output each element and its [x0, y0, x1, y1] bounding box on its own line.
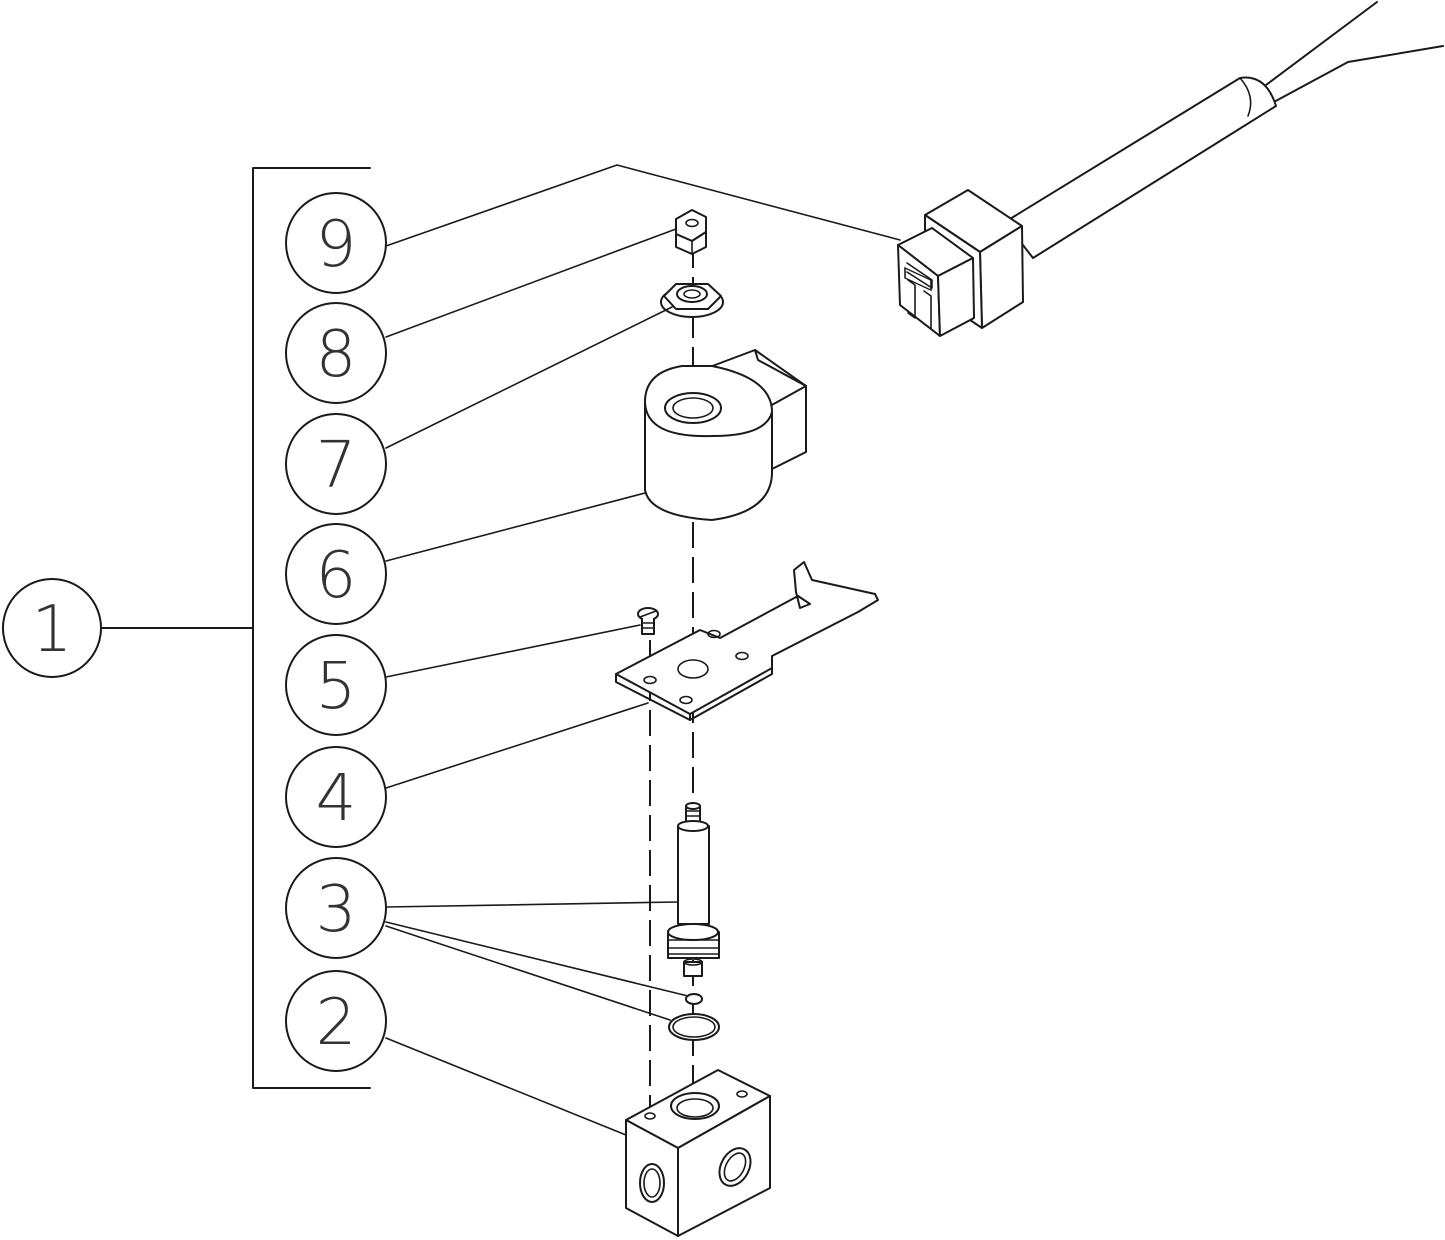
callout-8-label: 8 — [316, 318, 357, 392]
callout-9-label: 9 — [316, 208, 357, 282]
callout-6-label: 6 — [316, 539, 357, 613]
callout-8: 8 — [285, 302, 387, 404]
callout-2: 2 — [285, 970, 387, 1072]
callout-4-label: 4 — [316, 762, 357, 836]
part-washer — [660, 283, 724, 318]
part-plunger-stem — [667, 802, 720, 1041]
callout-1: 1 — [2, 578, 102, 678]
part-bracket-plate — [615, 561, 879, 721]
assembly-bracket — [99, 167, 371, 1089]
callout-3-label: 3 — [316, 873, 357, 947]
callout-3: 3 — [285, 857, 387, 959]
callout-7-label: 7 — [316, 429, 357, 503]
callout-4: 4 — [285, 746, 387, 848]
callout-1-label: 1 — [32, 593, 73, 667]
part-solenoid-coil — [644, 349, 807, 521]
callout-5-label: 5 — [316, 650, 357, 724]
callout-5: 5 — [285, 634, 387, 736]
leader-lines — [385, 164, 901, 1136]
callout-2-label: 2 — [316, 986, 357, 1060]
part-valve-body — [625, 1069, 771, 1237]
callout-9: 9 — [285, 192, 387, 294]
part-screw — [637, 607, 659, 635]
callout-7: 7 — [285, 413, 387, 515]
cable-connector — [897, 1, 1444, 337]
callout-6: 6 — [285, 523, 387, 625]
part-nut — [675, 209, 707, 255]
